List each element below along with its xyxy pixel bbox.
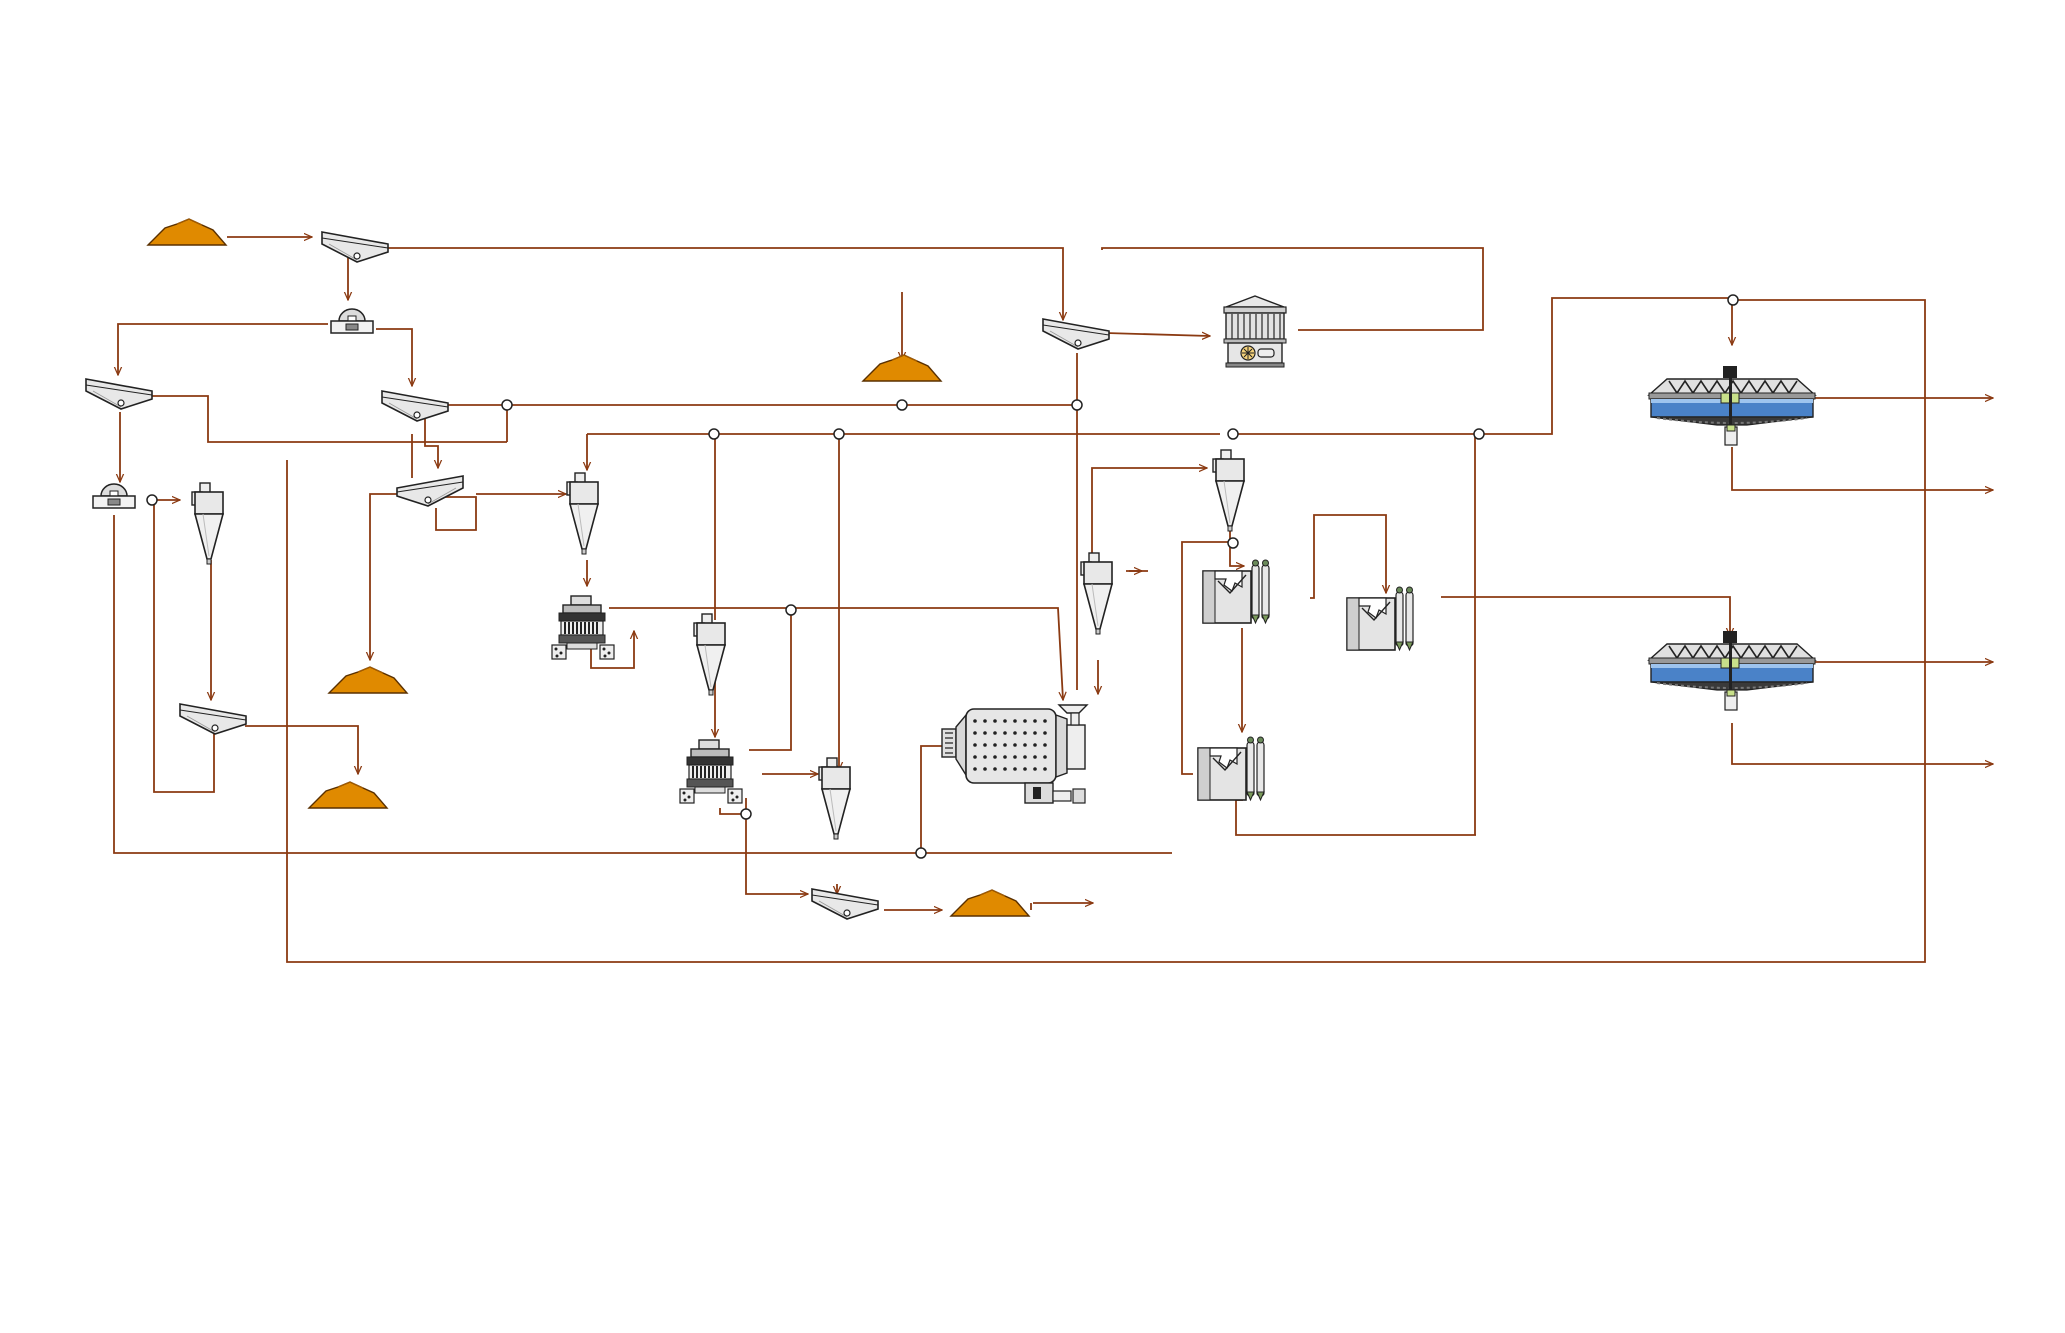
flow-line — [113, 515, 1172, 854]
ball-mill-icon — [941, 704, 1088, 804]
hydrocyclone-icon — [1212, 449, 1245, 532]
hydrocyclone-icon — [191, 482, 224, 565]
junction-node — [1473, 428, 1485, 440]
junction-node — [1227, 537, 1239, 549]
hpgr-icon — [679, 739, 743, 804]
disc-filter-icon — [1346, 586, 1414, 651]
flow-line — [749, 610, 792, 751]
flow-line — [382, 247, 1063, 320]
magnetic-separator-icon — [92, 483, 136, 509]
vibrating-screen-icon — [321, 231, 389, 263]
flow-line — [118, 323, 328, 375]
junction-node — [896, 399, 908, 411]
flow-line — [745, 814, 808, 894]
vibrating-screen-icon — [1042, 318, 1110, 350]
flow-line — [376, 328, 412, 386]
junction-node — [915, 847, 927, 859]
vibrating-screen-icon — [396, 475, 464, 507]
flow-line — [1441, 596, 1730, 636]
hpgr-icon — [551, 595, 615, 660]
flow-line — [1475, 297, 1732, 435]
flow-line — [1105, 333, 1210, 336]
flow-line — [609, 607, 1063, 700]
flow-line — [1101, 247, 1484, 331]
flow-line — [286, 299, 1926, 963]
junction-node — [708, 428, 720, 440]
junction-node — [785, 604, 797, 616]
flow-line — [719, 798, 747, 815]
flow-line — [424, 408, 438, 468]
vibrating-screen-icon — [85, 378, 153, 410]
junction-node — [833, 428, 845, 440]
flow-line — [148, 395, 507, 443]
junction-node — [1227, 428, 1239, 440]
ore-pile-icon — [950, 889, 1030, 917]
ore-pile-icon — [328, 666, 408, 694]
hydrocyclone-icon — [818, 757, 851, 840]
thickener-icon — [1648, 630, 1816, 711]
flow-line — [153, 500, 215, 793]
hydrocyclone-icon — [693, 613, 726, 696]
junction-node — [740, 808, 752, 820]
flow-line — [1731, 447, 1993, 490]
flow-line — [370, 493, 398, 660]
flow-junctions — [146, 294, 1739, 859]
ore-pile-icon — [862, 354, 942, 382]
flow-line — [433, 496, 477, 531]
disc-filter-icon — [1197, 736, 1265, 801]
flow-line — [920, 745, 944, 853]
thickener-icon — [1648, 365, 1816, 446]
flow-line — [1229, 544, 1244, 566]
disc-filter-icon — [1202, 559, 1270, 624]
flow-line — [1235, 799, 1476, 836]
junction-node — [146, 494, 158, 506]
flow-line — [1310, 514, 1386, 599]
flow-line — [245, 725, 358, 774]
flow-line — [1091, 468, 1207, 553]
vibrating-screen-icon — [381, 390, 449, 422]
flow-line — [1181, 541, 1230, 775]
junction-node — [501, 399, 513, 411]
flow-lines — [113, 237, 1993, 963]
ore-pile-icon — [147, 218, 227, 246]
junction-node — [1071, 399, 1083, 411]
flotation-cell-icon — [1223, 295, 1287, 368]
vibrating-screen-icon — [811, 888, 879, 920]
vibrating-screen-icon — [179, 703, 247, 735]
flow-line — [1731, 723, 1993, 764]
ore-pile-icon — [308, 781, 388, 809]
hydrocyclone-icon — [1080, 552, 1113, 635]
magnetic-separator-icon — [330, 308, 374, 334]
hydrocyclone-icon — [566, 472, 599, 555]
junction-node — [1727, 294, 1739, 306]
